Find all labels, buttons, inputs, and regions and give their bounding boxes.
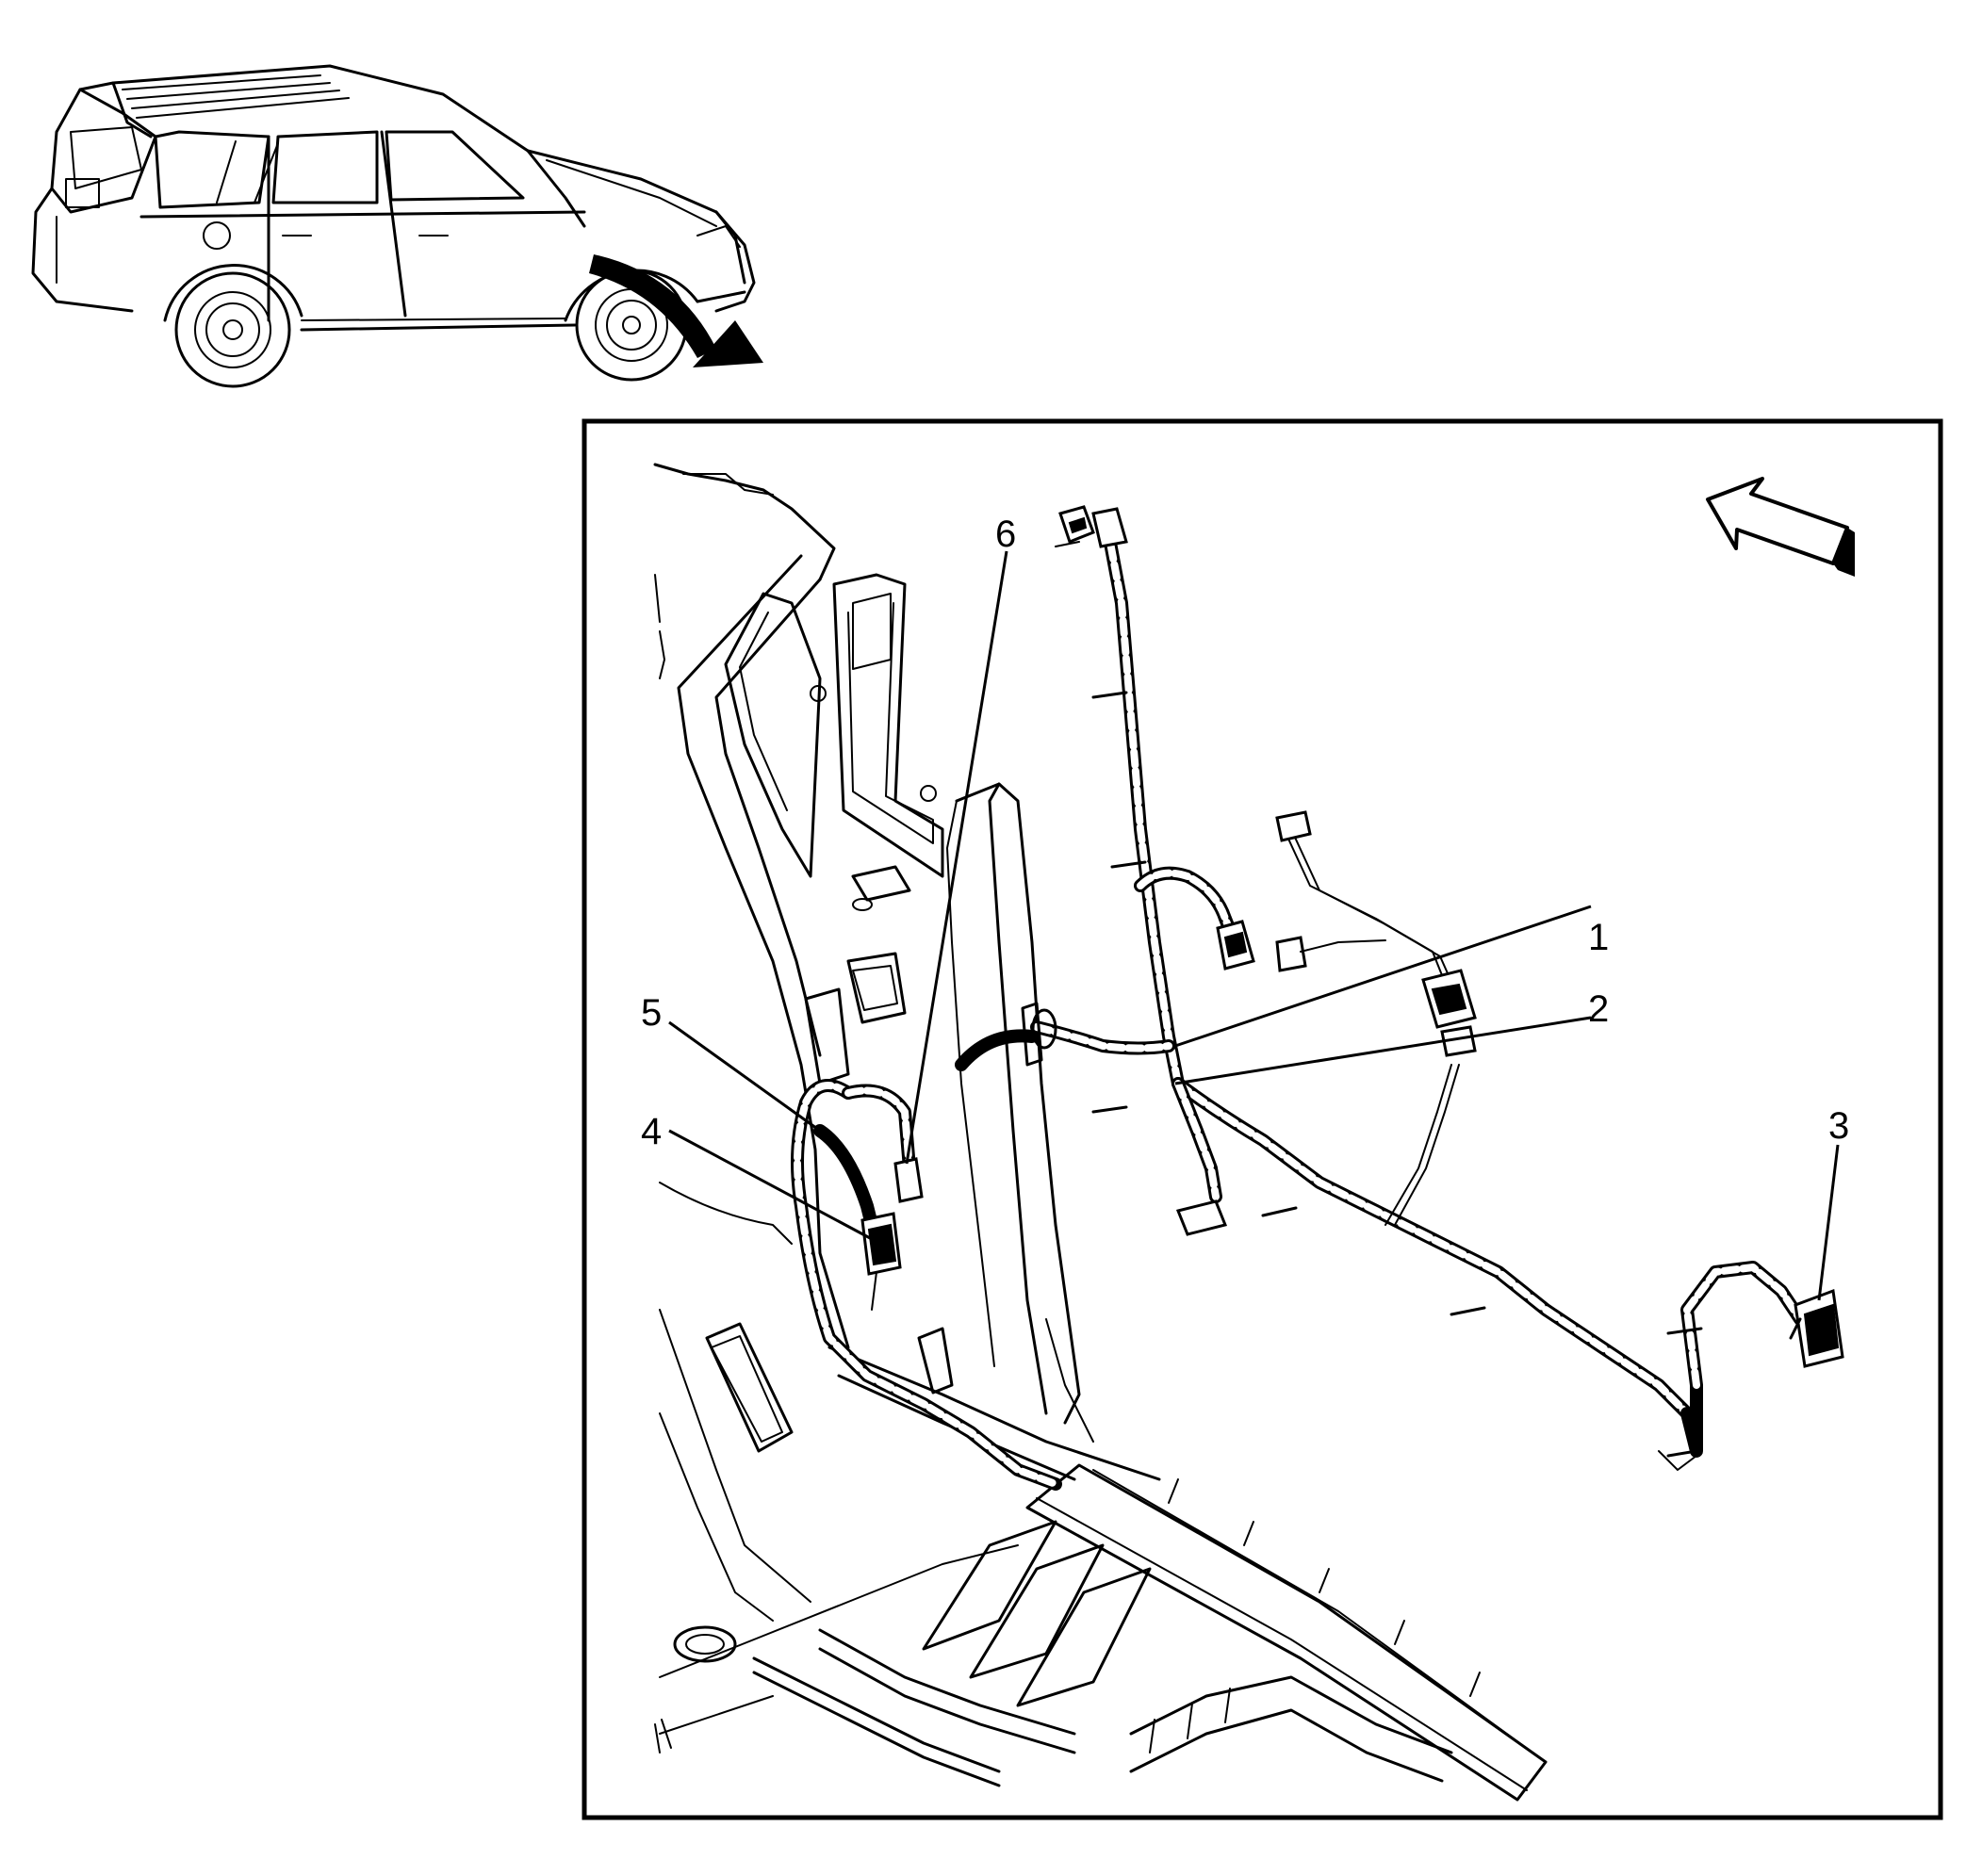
connector-3 xyxy=(1789,1288,1844,1368)
callout-labels: 1 2 3 4 5 6 xyxy=(641,514,1849,1152)
connector-4 xyxy=(860,1212,902,1276)
leader-lines xyxy=(668,550,1840,1301)
callout-5: 5 xyxy=(641,992,662,1034)
callout-2: 2 xyxy=(1588,988,1609,1030)
vehicle-locator-icon xyxy=(31,64,756,388)
callout-3: 3 xyxy=(1828,1105,1849,1147)
detail-frame xyxy=(582,418,1943,1820)
wiring-harness xyxy=(659,505,1844,1491)
callout-6: 6 xyxy=(995,514,1016,555)
connector-6 xyxy=(893,1157,924,1203)
front-direction-arrow-icon xyxy=(1706,477,1855,577)
callout-4: 4 xyxy=(641,1111,662,1152)
curved-arrow-icon xyxy=(589,254,763,367)
body-structure xyxy=(653,463,1548,1802)
callout-1: 1 xyxy=(1588,917,1609,958)
